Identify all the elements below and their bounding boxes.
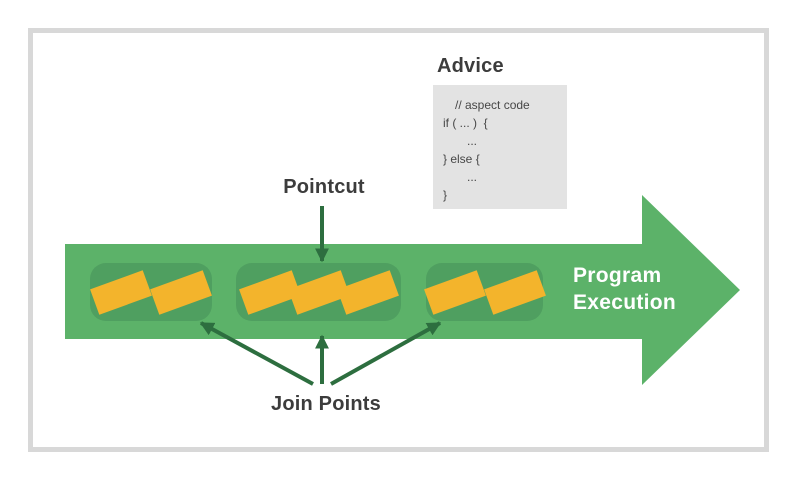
- join-point-marker: [150, 269, 212, 315]
- join-point-marker: [483, 269, 546, 315]
- program-execution-arrowhead-icon: [642, 195, 740, 385]
- program-execution-label-line2: Execution: [573, 291, 677, 314]
- pointcut-label: Pointcut: [283, 176, 365, 198]
- join-points-label: Join Points: [271, 393, 381, 415]
- join-point-group-3: [423, 263, 546, 321]
- code-line: } else {: [443, 152, 480, 166]
- advice-code-box: // aspect code if ( ... ) { ... } else {…: [433, 85, 567, 209]
- code-line: ...: [467, 170, 478, 184]
- program-execution-label: Program Execution: [573, 262, 676, 316]
- code-line: // aspect code: [455, 98, 530, 112]
- code-line: if ( ... ) {: [443, 116, 488, 130]
- code-line: ...: [467, 134, 478, 148]
- join-point-marker: [423, 269, 486, 315]
- join-point-marker: [90, 269, 152, 315]
- advice-title: Advice: [437, 55, 504, 77]
- join-point-marker: [336, 269, 399, 315]
- join-point-group-2: [236, 263, 401, 321]
- join-point-group-1: [90, 263, 212, 321]
- program-execution-label-line1: Program: [573, 264, 662, 287]
- code-line: }: [443, 188, 448, 202]
